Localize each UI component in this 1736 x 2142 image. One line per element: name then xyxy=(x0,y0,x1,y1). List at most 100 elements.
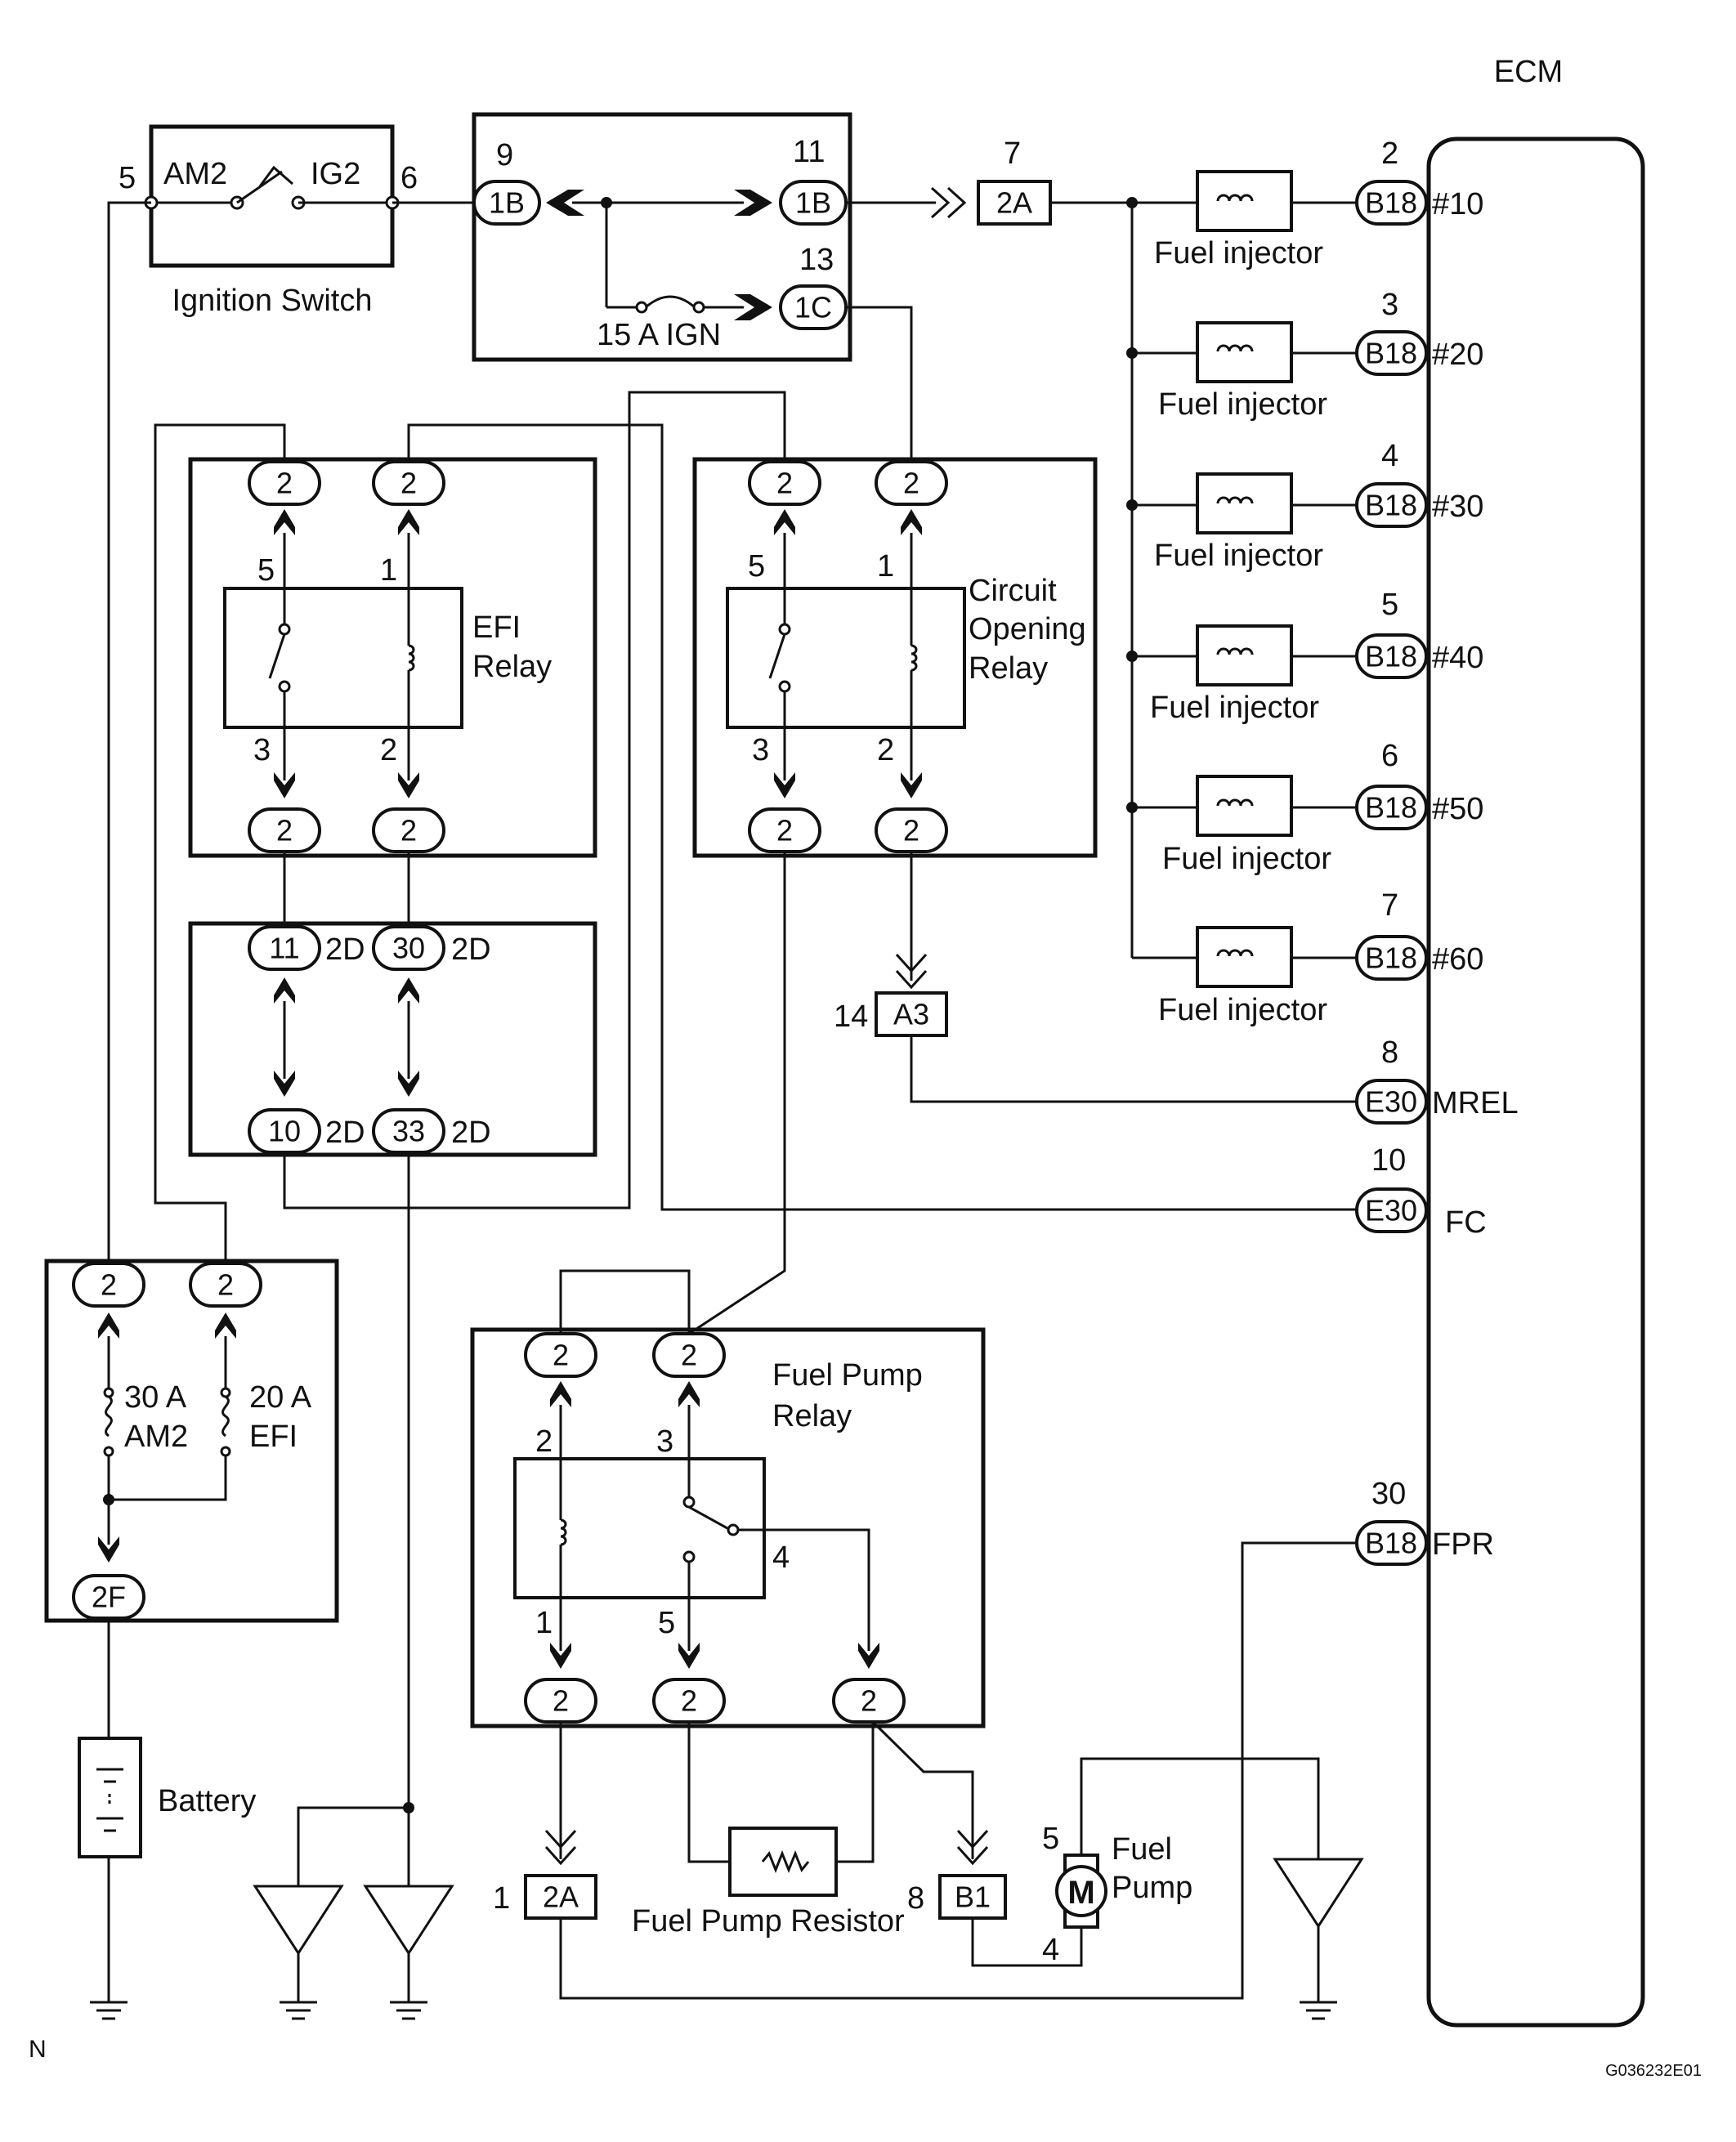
ground-triangle-2 xyxy=(363,1808,454,2020)
fusebox-connector-r: 2 xyxy=(189,1262,262,1308)
injector-3-signal: #30 xyxy=(1432,490,1483,524)
ecm-pin-fc: E30 10 FC xyxy=(1355,1143,1487,1240)
ecm-fc-signal: FC xyxy=(1445,1205,1487,1240)
connector-a3: A3 14 xyxy=(834,991,948,1037)
cor-relay-label-3: Relay xyxy=(969,651,1048,686)
figure-id: G036232E01 xyxy=(1605,2062,1702,2080)
svg-text:A3: A3 xyxy=(893,998,929,1031)
cor-pin-3: 3 xyxy=(752,733,769,767)
svg-text:2: 2 xyxy=(776,467,793,500)
svg-text:B18: B18 xyxy=(1365,1527,1417,1560)
fpr-connector-bl: 2 xyxy=(524,1678,597,1724)
connector-2a-bottom: 2A 1 xyxy=(493,1874,597,1920)
injector-6-signal: #60 xyxy=(1432,942,1483,977)
cor-relay-connector-tr: 2 xyxy=(875,460,948,506)
svg-text:33: 33 xyxy=(392,1115,425,1148)
injector-3-label: Fuel injector xyxy=(1154,539,1323,573)
jb-pin-9: 9 xyxy=(496,138,513,172)
battery-label: Battery xyxy=(158,1784,256,1818)
svg-text:2A: 2A xyxy=(543,1880,579,1914)
injector-6-pin: 7 xyxy=(1381,888,1398,923)
ecm-mrel-pin: 8 xyxy=(1381,1035,1398,1070)
svg-text:2: 2 xyxy=(681,1684,697,1718)
connector-1b-in: 1B xyxy=(472,180,541,226)
ecm-body xyxy=(1426,136,1645,2028)
fuel-pump-motor-icon: M xyxy=(1067,1875,1094,1911)
injector-1-signal: #10 xyxy=(1432,187,1483,221)
fpr-pin-3: 3 xyxy=(656,1424,673,1459)
svg-text:B18: B18 xyxy=(1365,791,1417,825)
fuse-box: 30 A AM2 20 A EFI xyxy=(44,1259,339,1623)
svg-text:30: 30 xyxy=(392,932,425,965)
svg-text:2: 2 xyxy=(217,1268,234,1302)
cor-relay-label-1: Circuit xyxy=(969,574,1057,608)
fuse-efi-name: EFI xyxy=(249,1420,298,1454)
fuel-pump-relay: Fuel Pump Relay 2 3 4 1 5 xyxy=(470,1327,986,1728)
jb-pin-13: 13 xyxy=(799,243,834,277)
ecm-pin-fpr: B18 30 FPR xyxy=(1355,1477,1494,1566)
fpr-connector-br: 2 xyxy=(832,1678,906,1724)
svg-text:2: 2 xyxy=(903,467,919,500)
injector-5-label: Fuel injector xyxy=(1162,842,1331,876)
ecm-label: ECM xyxy=(1494,55,1563,89)
injector-3: B18 4 #30 Fuel injector xyxy=(1126,439,1483,573)
svg-text:2: 2 xyxy=(776,814,793,847)
connector-2d-30: 30 2D xyxy=(372,925,491,971)
svg-text:B18: B18 xyxy=(1365,489,1417,522)
injector-5-signal: #50 xyxy=(1432,792,1483,826)
cor-relay-connector-br: 2 xyxy=(875,807,948,853)
svg-text:B18: B18 xyxy=(1365,186,1417,220)
ignition-switch-label: Ignition Switch xyxy=(172,284,372,318)
svg-text:2: 2 xyxy=(400,814,417,847)
cor-pin-5: 5 xyxy=(748,549,765,584)
connector-2d-box xyxy=(188,921,597,1157)
injector-4-pin: 5 xyxy=(1381,588,1398,622)
fpr-pin-4: 4 xyxy=(772,1541,790,1575)
injector-2-signal: #20 xyxy=(1432,338,1483,372)
injector-6-label: Fuel injector xyxy=(1158,993,1327,1027)
cor-pin-1: 1 xyxy=(877,549,894,584)
efi-relay-connector-tr: 2 xyxy=(372,460,445,506)
injector-3-pin: 4 xyxy=(1381,439,1398,473)
fuse-efi-amp: 20 A xyxy=(249,1380,312,1415)
svg-text:2D: 2D xyxy=(451,932,491,967)
svg-text:1B: 1B xyxy=(489,186,525,220)
ground-battery-icon xyxy=(90,2001,128,2020)
fpr-connector-bm: 2 xyxy=(652,1678,726,1724)
ignition-pin-6: 6 xyxy=(400,161,418,195)
svg-text:2: 2 xyxy=(101,1268,117,1302)
injector-4-label: Fuel injector xyxy=(1150,691,1319,725)
svg-text:1B: 1B xyxy=(795,186,831,220)
efi-pin-3: 3 xyxy=(253,733,271,767)
injector-2: B18 3 #20 Fuel injector xyxy=(1126,288,1483,422)
svg-text:2: 2 xyxy=(400,467,417,500)
svg-text:2F: 2F xyxy=(92,1581,126,1614)
efi-relay-connector-tl: 2 xyxy=(248,460,321,506)
injector-6: B18 7 #60 Fuel injector xyxy=(1132,888,1483,1027)
efi-pin-1: 1 xyxy=(380,553,397,588)
battery: Battery xyxy=(78,1737,256,1858)
efi-pin-5: 5 xyxy=(257,553,275,588)
corner-left-text: N xyxy=(29,2036,47,2063)
svg-text:2: 2 xyxy=(861,1684,877,1718)
fpr-connector-tl: 2 xyxy=(524,1332,597,1378)
connector-b1: B1 8 xyxy=(907,1874,1007,1920)
svg-text:2D: 2D xyxy=(451,1116,491,1150)
fuel-pump-pin-5: 5 xyxy=(1042,1822,1059,1856)
junction-block: 9 11 13 15 A IGN xyxy=(472,112,852,362)
fuse-am2-name: AM2 xyxy=(124,1420,188,1454)
connector-2d-33: 33 2D xyxy=(372,1108,491,1154)
ignition-term-am2: AM2 xyxy=(163,157,227,191)
svg-text:10: 10 xyxy=(268,1115,301,1148)
conn-2a-bottom-num: 1 xyxy=(493,1881,510,1916)
injector-4-signal: #40 xyxy=(1432,641,1483,675)
injector-2-label: Fuel injector xyxy=(1158,387,1327,422)
injector-2-pin: 3 xyxy=(1381,288,1398,322)
efi-relay: EFI Relay 5 1 3 2 xyxy=(188,457,597,858)
ground-triangle-1 xyxy=(253,1802,414,2020)
efi-pin-2: 2 xyxy=(380,733,397,767)
cor-relay-label-2: Opening xyxy=(969,612,1086,646)
